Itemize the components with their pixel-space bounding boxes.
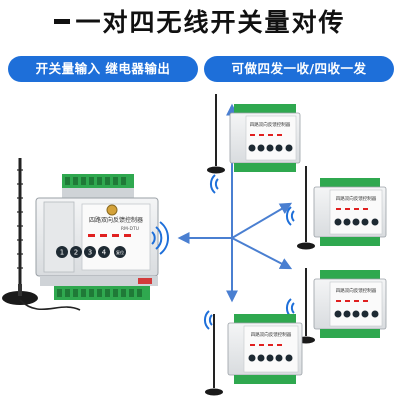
arrow-lower-right — [231, 237, 293, 270]
wifi-signals — [151, 174, 295, 330]
wifi-main — [151, 221, 169, 255]
main-key-3: 3 — [88, 249, 92, 257]
main-device: 四路双向反馈控制器 RM-DTU 1 2 3 4 复位 — [2, 158, 159, 311]
main-sma-connector — [106, 204, 118, 216]
tag-input-output: 开关量输入 继电器输出 — [8, 56, 198, 82]
remote-4-label: 四路双向反馈控制器 — [251, 331, 292, 338]
main-device-model: RM-DTU — [121, 226, 139, 232]
title-dash — [54, 18, 71, 24]
wifi-remote-1 — [209, 174, 219, 194]
device-diagram: 四路双向反馈控制器 RM-DTU 1 2 3 4 复位 — [2, 94, 387, 396]
main-key-2: 2 — [74, 249, 78, 257]
remote-device-2: 四路双向反馈控制器 — [297, 166, 387, 250]
main-key-1: 1 — [60, 249, 64, 257]
main-device-label: 四路双向反馈控制器 — [89, 216, 143, 224]
page-title: 一对四无线开关量对传 — [0, 6, 400, 40]
remote-1-label: 四路双向反馈控制器 — [250, 121, 291, 128]
main-keys: 1 2 3 4 复位 — [56, 246, 126, 258]
main-key-reset: 复位 — [116, 249, 124, 255]
remote-device-4: 四路双向反馈控制器 — [205, 314, 303, 396]
remote-device-1: 四路双向反馈控制器 — [207, 94, 301, 174]
wifi-remote-2 — [285, 206, 295, 226]
remote-2-label: 四路双向反馈控制器 — [336, 195, 377, 202]
main-dip-switch — [138, 278, 152, 284]
title-text: 一对四无线开关量对传 — [75, 8, 346, 37]
main-leds — [88, 234, 131, 237]
main-antenna-cable — [19, 299, 81, 311]
remote-3-label: 四路双向反馈控制器 — [336, 287, 377, 294]
main-antenna-base — [2, 291, 38, 305]
tag-mode: 可做四发一收/四收一发 — [204, 56, 394, 82]
remote-device-3: 四路双向反馈控制器 — [297, 268, 387, 344]
wifi-remote-4 — [203, 310, 213, 330]
arrow-upper-right — [231, 202, 293, 239]
main-key-4: 4 — [102, 249, 107, 257]
